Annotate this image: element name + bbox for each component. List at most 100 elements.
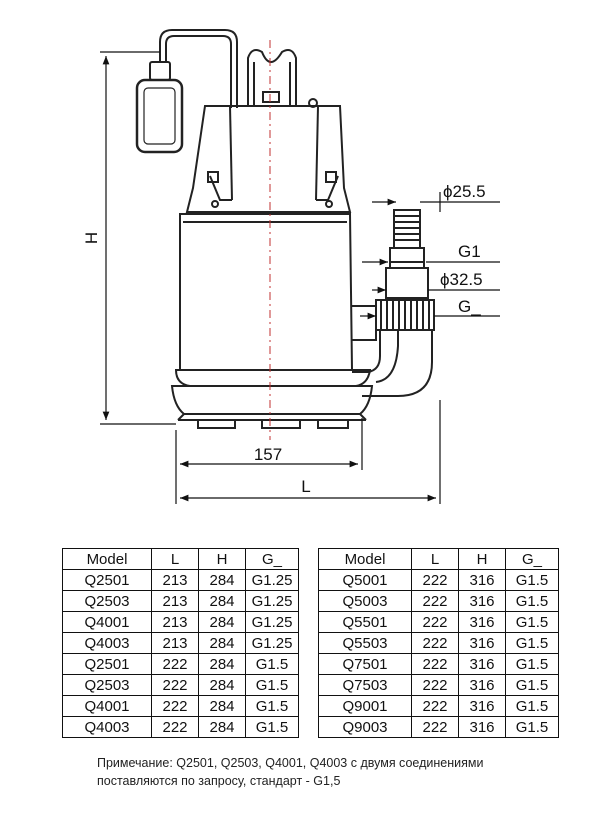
cell-g: G1.5: [505, 632, 559, 654]
cell-l: 222: [411, 611, 459, 633]
cell-h: 316: [458, 674, 506, 696]
cell-h: 316: [458, 695, 506, 717]
cell-l: 213: [151, 569, 199, 591]
cell-model: Q2503: [62, 674, 152, 696]
cell-h: 284: [198, 611, 246, 633]
cell-h: 284: [198, 653, 246, 675]
cell-l: 213: [151, 590, 199, 612]
cell-model: Q4003: [62, 632, 152, 654]
cell-model: Q5503: [318, 632, 412, 654]
cell-model: Q9001: [318, 695, 412, 717]
cell-h: 316: [458, 569, 506, 591]
col-l: L: [411, 548, 459, 570]
cell-g: G1.25: [245, 632, 299, 654]
thread-1-label: G1: [458, 242, 481, 261]
pump-body: [170, 213, 374, 429]
cell-g: G1.5: [245, 695, 299, 717]
cell-l: 222: [151, 653, 199, 675]
cell-model: Q4001: [62, 611, 152, 633]
cell-g: G1.5: [505, 653, 559, 675]
cell-g: G1.5: [505, 716, 559, 738]
length-label: L: [301, 477, 310, 496]
cell-model: Q4003: [62, 716, 152, 738]
table-header-row: Model L H G_: [62, 548, 299, 570]
outlet-dimensions: [360, 192, 500, 320]
col-h: H: [198, 548, 246, 570]
cell-h: 316: [458, 716, 506, 738]
cell-h: 316: [458, 632, 506, 654]
cell-l: 222: [411, 632, 459, 654]
cell-l: 213: [151, 632, 199, 654]
cell-h: 284: [198, 632, 246, 654]
pump-technical-drawing: H 157 L ϕ25.5 G1 ϕ32.5 G_: [82, 29, 500, 504]
cell-h: 284: [198, 674, 246, 696]
col-g: G_: [245, 548, 299, 570]
outlet-diameter-label: ϕ25.5: [443, 182, 486, 201]
col-model: Model: [318, 548, 412, 570]
cell-model: Q2501: [62, 569, 152, 591]
cell-model: Q9003: [318, 716, 412, 738]
cell-l: 213: [151, 611, 199, 633]
cell-l: 222: [411, 653, 459, 675]
float-switch: [135, 29, 238, 154]
col-l: L: [151, 548, 199, 570]
cell-h: 316: [458, 611, 506, 633]
cell-l: 222: [411, 716, 459, 738]
motor-housing: [185, 105, 352, 213]
col-model: Model: [62, 548, 152, 570]
cell-g: G1.25: [245, 590, 299, 612]
outlet-connector: [352, 209, 435, 397]
cell-h: 284: [198, 695, 246, 717]
cell-model: Q2501: [62, 653, 152, 675]
table-header-row: Model L H G_: [318, 548, 559, 570]
cell-l: 222: [151, 674, 199, 696]
cell-g: G1.5: [505, 569, 559, 591]
cell-h: 284: [198, 569, 246, 591]
width-dimension: [175, 400, 441, 504]
cell-model: Q7501: [318, 653, 412, 675]
cell-g: G1.5: [505, 674, 559, 696]
footnote-line-2: поставляются по запросу, стандарт - G1,5: [97, 774, 341, 788]
cell-l: 222: [411, 590, 459, 612]
thread-2-label: G_: [458, 297, 481, 316]
cell-model: Q2503: [62, 590, 152, 612]
cell-g: G1.5: [505, 590, 559, 612]
width-label: 157: [254, 445, 282, 464]
footnote-line-1: Примечание: Q2501, Q2503, Q4001, Q4003 с…: [97, 756, 484, 770]
height-label: H: [82, 232, 101, 244]
col-g: G_: [505, 548, 559, 570]
cell-model: Q4001: [62, 695, 152, 717]
footnote: Примечание: Q2501, Q2503, Q4001, Q4003 с…: [97, 754, 483, 790]
cell-g: G1.25: [245, 569, 299, 591]
cell-l: 222: [151, 695, 199, 717]
cell-l: 222: [151, 716, 199, 738]
cell-l: 222: [411, 695, 459, 717]
cell-g: G1.25: [245, 611, 299, 633]
cell-l: 222: [411, 569, 459, 591]
inner-diameter-label: ϕ32.5: [440, 270, 483, 289]
cell-model: Q5001: [318, 569, 412, 591]
cell-h: 316: [458, 590, 506, 612]
cell-g: G1.5: [505, 611, 559, 633]
cell-l: 222: [411, 674, 459, 696]
cell-model: Q5003: [318, 590, 412, 612]
pump-handle: [247, 49, 318, 108]
cell-model: Q5501: [318, 611, 412, 633]
cell-g: G1.5: [245, 653, 299, 675]
cell-model: Q7503: [318, 674, 412, 696]
